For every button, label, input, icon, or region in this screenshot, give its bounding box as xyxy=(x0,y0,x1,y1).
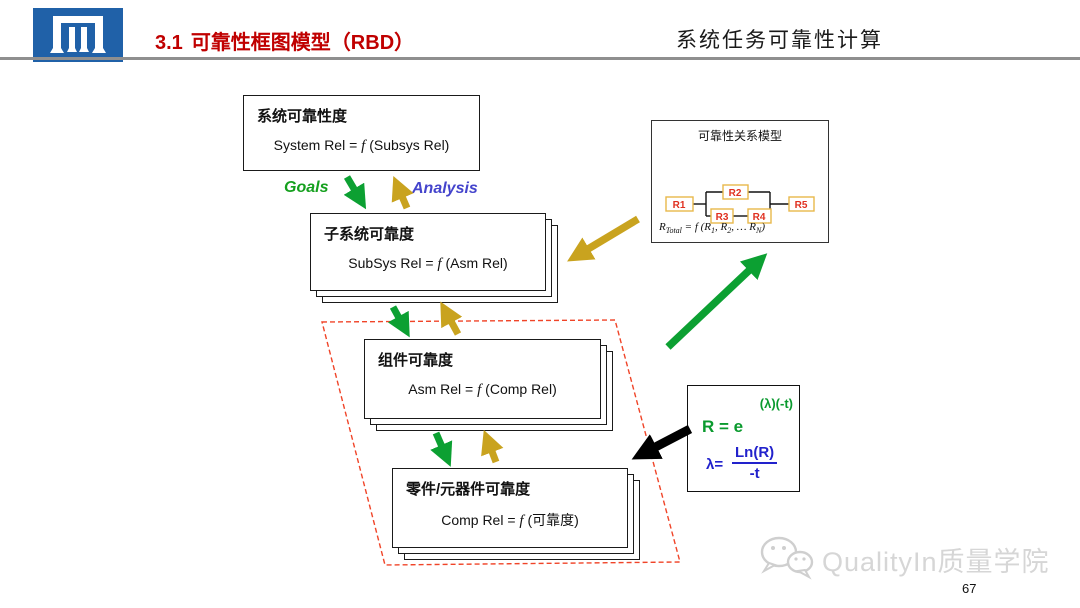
page-title: 3.1 可靠性框图模型（RBD） xyxy=(155,26,414,55)
formula-mid: = f (R xyxy=(681,221,712,233)
organization-logo xyxy=(33,8,123,62)
formula-sub2: 2 xyxy=(727,226,732,236)
formula-post: (Comp Rel) xyxy=(481,381,557,397)
equation-exponent: (λ)(-t) xyxy=(759,396,793,411)
slide-subtitle: 系统任务可靠性计算 xyxy=(676,28,883,52)
watermark: QualityIn质量学院 xyxy=(758,536,1050,582)
formula-post: (Asm Rel) xyxy=(441,255,508,271)
rbd-block-r1 xyxy=(665,196,694,212)
formula-pre: Comp Rel = xyxy=(441,512,520,528)
rbd-block-label: R3 xyxy=(716,212,729,223)
section-title: 可靠性框图模型（RBD） xyxy=(190,32,415,54)
rbd-model-box: 可靠性关系模型 R1 R2 xyxy=(651,120,829,243)
formula-post: (Subsys Rel) xyxy=(365,137,450,153)
subsys-to-asm-green-arrow xyxy=(387,305,410,338)
goals-down-arrow xyxy=(343,175,367,210)
rbd-block-diagram: R1 R2 R3 R4 R5 xyxy=(665,184,815,224)
header-divider xyxy=(0,57,1080,60)
box-title: 系统可靠性度 xyxy=(257,108,348,125)
formula-pre: Asm Rel = xyxy=(408,381,478,397)
formula-sep2: , … R xyxy=(731,221,757,233)
asm-to-subsys-yellow-arrow xyxy=(440,301,463,336)
rbd-block-label: R2 xyxy=(729,188,742,199)
formula-pre: System Rel = xyxy=(273,137,362,153)
rbd-block-r5 xyxy=(788,196,815,212)
formula-f: f xyxy=(477,382,482,398)
comp-to-asm-yellow-arrow xyxy=(481,429,504,464)
rbd-block-label: R5 xyxy=(795,200,808,211)
component-reliability-stack: 零件/元器件可靠度 Comp Rel = f (可靠度) xyxy=(392,468,640,560)
fraction-denominator: -t xyxy=(749,465,760,482)
box-formula: System Rel = f (Subsys Rel) xyxy=(244,137,479,155)
assembly-reliability-stack: 组件可靠度 Asm Rel = f (Comp Rel) xyxy=(364,339,613,431)
rbd-block-label: R4 xyxy=(753,212,766,223)
assembly-reliability-box: 组件可靠度 Asm Rel = f (Comp Rel) xyxy=(364,339,601,419)
formula-post: (可靠度) xyxy=(523,512,579,528)
rbd-block-r3 xyxy=(710,208,734,224)
goals-label: Goals xyxy=(284,179,329,196)
formula-lhs: R xyxy=(659,221,666,233)
exponential-equation-box: (λ)(-t) R = e λ= Ln(R) -t xyxy=(687,385,800,492)
box-title: 子系统可靠度 xyxy=(324,226,415,243)
box-formula: SubSys Rel = f (Asm Rel) xyxy=(311,255,545,273)
flow-to-rbd-green-arrow xyxy=(665,253,768,350)
rbd-block-r2 xyxy=(722,184,749,200)
gate-pillars-icon xyxy=(50,16,106,53)
formula-sub1: 1 xyxy=(711,226,716,236)
formula-f: f xyxy=(361,138,366,154)
section-number: 3.1 xyxy=(155,32,183,54)
wechat-icon xyxy=(760,536,814,580)
box-formula: Asm Rel = f (Comp Rel) xyxy=(365,381,600,399)
rbd-to-subsys-yellow-arrow xyxy=(567,215,640,262)
analysis-label: Analysis xyxy=(412,180,478,197)
formula-f: f xyxy=(519,513,524,529)
page-number: 67 xyxy=(962,581,977,596)
formula-subn: N xyxy=(756,226,762,236)
asm-to-comp-green-arrow xyxy=(430,431,453,467)
fraction-numerator: Ln(R) xyxy=(732,444,778,464)
formula-sep1: , R xyxy=(715,221,728,233)
box-formula: Comp Rel = f (可靠度) xyxy=(393,510,627,530)
lambda-lhs: λ= xyxy=(706,456,724,473)
subsystem-reliability-box: 子系统可靠度 SubSys Rel = f (Asm Rel) xyxy=(310,213,546,291)
subsystem-reliability-stack: 子系统可靠度 SubSys Rel = f (Asm Rel) xyxy=(310,213,558,303)
equation-base: R = e xyxy=(702,417,744,436)
equation-to-comp-black-arrow xyxy=(631,425,693,460)
box-title: 组件可靠度 xyxy=(378,352,454,369)
rbd-block-label: R1 xyxy=(673,200,686,211)
lambda-fraction: Ln(R) -t xyxy=(732,444,778,482)
analysis-up-arrow xyxy=(391,176,414,210)
component-reliability-box: 零件/元器件可靠度 Comp Rel = f (可靠度) xyxy=(392,468,628,548)
formula-pre: SubSys Rel = xyxy=(348,255,438,271)
watermark-text: QualityIn质量学院 xyxy=(822,546,1050,577)
formula-f: f xyxy=(437,256,442,272)
rbd-model-title: 可靠性关系模型 xyxy=(697,129,782,143)
rbd-block-r4 xyxy=(747,208,772,224)
system-reliability-box: 系统可靠性度 System Rel = f (Subsys Rel) xyxy=(243,95,480,171)
rbd-total-formula: RTotal = f (R1, R2, … RN) xyxy=(659,221,765,235)
box-title: 零件/元器件可靠度 xyxy=(406,481,531,498)
formula-lhs-sub: Total xyxy=(665,226,682,236)
formula-close: ) xyxy=(761,221,766,233)
